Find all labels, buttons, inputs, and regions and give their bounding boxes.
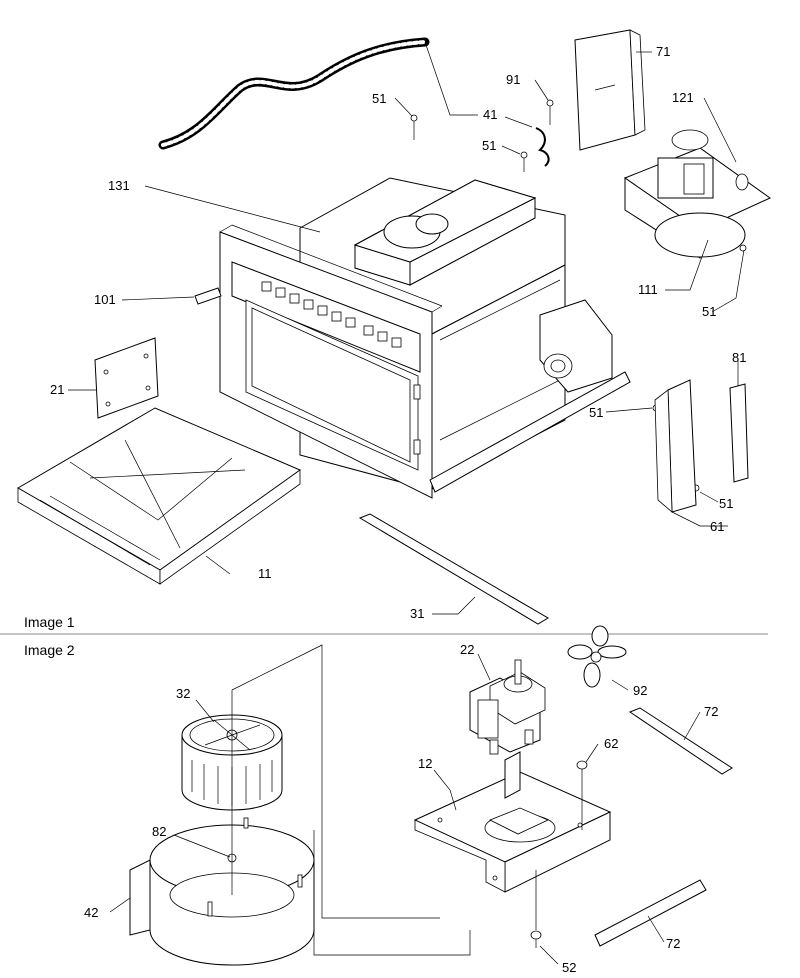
callout-51c: 51 [702,304,716,319]
callout-41: 41 [483,107,497,122]
callout-91: 91 [506,72,520,87]
strip-lower [594,879,707,947]
fan-assembly [623,129,771,259]
front-frame [219,224,443,499]
screw-52 [530,870,542,948]
link-line-b [313,830,471,956]
small-bracket [194,287,222,305]
callout-131: 131 [108,178,130,193]
leaders-image1 [68,41,745,615]
fan-motor [469,659,546,755]
screw-62 [576,760,588,830]
strip-upper [628,707,733,775]
callout-72b: 72 [666,936,680,951]
section-title-image1: Image 1 [24,614,75,630]
side-duct [654,379,697,513]
leaders-image2 [109,653,701,965]
callout-31: 31 [410,606,424,621]
transformer [539,299,613,393]
callout-21: 21 [50,382,64,397]
bottom-tray [17,407,302,585]
top-control-box [353,179,537,286]
blower-housing [129,817,315,966]
image1-group: 51 131 91 41 51 71 121 101 111 51 81 21 … [17,29,771,630]
callout-12: 12 [418,756,432,771]
callout-42: 42 [84,905,98,920]
callout-101: 101 [94,292,116,307]
callout-82: 82 [152,824,166,839]
callout-51b: 51 [482,138,496,153]
fan-blade [567,625,627,688]
callout-11: 11 [258,566,272,581]
base-rail [429,371,631,493]
control-panel-keys [261,281,402,348]
callout-32: 32 [176,686,190,701]
bottom-rail [358,513,549,625]
callout-62: 62 [604,736,618,751]
thermostat-bracket [535,127,550,167]
callout-92: 92 [633,683,647,698]
link-line-a [231,644,440,919]
callout-51e: 51 [719,496,733,511]
callout-71: 71 [656,44,670,59]
callout-81: 81 [732,350,746,365]
callout-61: 61 [710,519,724,534]
callout-111: 111 [638,282,658,297]
image2-group: Image 2 [24,625,733,975]
callout-52: 52 [562,960,576,975]
rear-panel [574,29,646,151]
section-title-image2: Image 2 [24,642,75,658]
side-plate [94,337,159,419]
callout-51d: 51 [589,405,603,420]
callout-121: 121 [672,90,694,105]
callout-72a: 72 [704,704,718,719]
callout-22: 22 [460,642,474,657]
mounting-bracket [413,751,612,893]
callout-131-51a: 51 [372,91,386,106]
vertical-strip [729,383,749,483]
